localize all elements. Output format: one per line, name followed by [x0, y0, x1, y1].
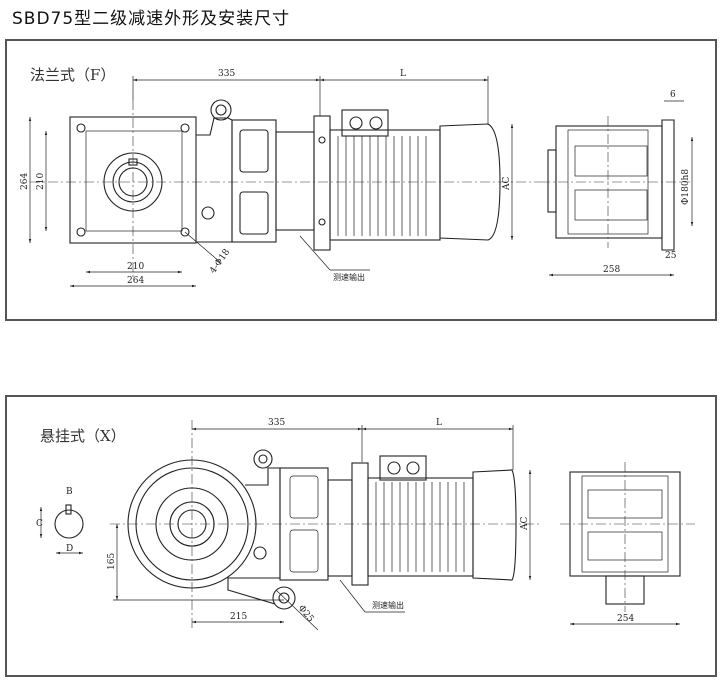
side-view: [540, 116, 690, 251]
dim-AC: AC: [502, 177, 512, 191]
dim-B: B: [66, 487, 73, 497]
dim-6: 6: [670, 90, 676, 100]
hanging-label: 悬挂式（X）: [40, 427, 126, 445]
speed-output-label: 测速输出: [333, 272, 365, 282]
dim-210-v: 210: [36, 173, 46, 190]
flange-panel: 法兰式（F）: [5, 39, 717, 321]
speed-output-label: 测速输出: [372, 600, 404, 610]
dim-165: 165: [107, 553, 117, 570]
dim-AC: AC: [520, 517, 530, 531]
dim-D: D: [66, 544, 73, 554]
dim-264-v: 264: [20, 173, 30, 190]
dim-210-h: 210: [127, 262, 144, 272]
dim-phi25: Φ25: [296, 604, 316, 625]
side-view: [560, 462, 695, 612]
dim-L: L: [400, 69, 406, 79]
motor: [329, 109, 501, 241]
dim-254: 254: [617, 614, 634, 624]
dim-258: 258: [603, 265, 620, 275]
dim-335: 335: [268, 418, 285, 428]
page-title: SBD75型二级减速外形及安装尺寸: [12, 9, 291, 29]
dim-phi180: Φ180h8: [681, 169, 691, 205]
dim-215: 215: [230, 612, 247, 622]
gearbox-housing: [127, 449, 369, 610]
gearbox-body: [196, 99, 331, 251]
dim-C: C: [36, 519, 43, 529]
dim-335: 335: [218, 69, 235, 79]
hanging-panel: 悬挂式（X） B C D: [5, 395, 717, 677]
shaft-key-section: B C D: [36, 487, 84, 555]
motor: [367, 455, 517, 581]
panel-frame: [5, 395, 717, 677]
flange-label: 法兰式（F）: [30, 66, 115, 84]
panel-frame: [5, 39, 717, 321]
dim-holes: 4-Φ18: [208, 247, 232, 276]
dim-25: 25: [665, 251, 677, 261]
dim-L: L: [436, 418, 442, 428]
dim-264-h: 264: [127, 276, 144, 286]
